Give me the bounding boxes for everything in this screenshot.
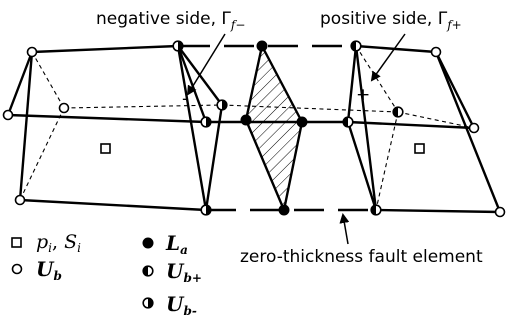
svg-text:Ub-: Ub- bbox=[166, 292, 197, 318]
plus-sign: + bbox=[356, 85, 370, 105]
half-nodes-negative bbox=[172, 40, 228, 216]
positive-side-label: positive side, Γf+ bbox=[320, 9, 462, 32]
half-node-left bbox=[216, 99, 228, 111]
square-marker-right bbox=[414, 143, 425, 154]
open-node bbox=[2, 109, 14, 121]
svg-text:Ub+: Ub+ bbox=[166, 259, 202, 285]
positive-side-arrow bbox=[370, 33, 406, 82]
filled-node bbox=[278, 204, 290, 216]
open-circle-icon bbox=[11, 263, 23, 275]
svg-text:positive side, Γf+: positive side, Γf+ bbox=[320, 9, 462, 32]
half-node-right bbox=[342, 116, 354, 128]
half-node-right bbox=[392, 106, 404, 118]
legend-item-open-circle: Ub bbox=[11, 257, 62, 283]
half-node-left bbox=[200, 204, 212, 216]
left-element bbox=[6, 44, 224, 212]
svg-text:Ub: Ub bbox=[36, 257, 62, 283]
open-node bbox=[494, 206, 506, 218]
half-node-left bbox=[172, 40, 184, 52]
half-nodes-positive bbox=[342, 40, 404, 216]
svg-text:La: La bbox=[165, 231, 188, 257]
filled-node bbox=[296, 116, 308, 128]
minus-sign: - bbox=[182, 89, 188, 109]
filled-node bbox=[256, 40, 268, 52]
legend-item-filled-circle: La bbox=[142, 231, 188, 257]
legend: pi, Si Ub La Ub+ Ub- bbox=[11, 231, 202, 318]
square-marker-left bbox=[100, 143, 111, 154]
half-filled-circle-right-icon bbox=[142, 265, 154, 277]
filled-nodes bbox=[240, 40, 308, 216]
open-node bbox=[26, 46, 38, 58]
open-node bbox=[58, 102, 70, 114]
half-node-right bbox=[350, 40, 362, 52]
half-node-left bbox=[200, 116, 212, 128]
negative-side-arrow bbox=[186, 33, 226, 96]
svg-text:pi, Si: pi, Si bbox=[36, 231, 81, 255]
negative-side-label: negative side, Γf− bbox=[96, 9, 245, 32]
open-node bbox=[14, 194, 26, 206]
fault-element-arrow bbox=[339, 213, 350, 245]
fault-element-label: zero-thickness fault element bbox=[240, 247, 483, 267]
half-filled-circle-left-icon bbox=[142, 297, 154, 309]
open-node bbox=[430, 46, 442, 58]
filled-node bbox=[240, 114, 252, 126]
filled-circle-icon bbox=[142, 237, 154, 249]
legend-item-square: pi, Si bbox=[11, 231, 81, 255]
open-square-icon bbox=[11, 237, 22, 248]
half-node-right bbox=[370, 204, 382, 216]
legend-item-half-right: Ub+ bbox=[142, 259, 202, 285]
svg-text:negative side, Γf−: negative side, Γf− bbox=[96, 9, 245, 32]
legend-item-half-left: Ub- bbox=[142, 292, 197, 318]
open-node bbox=[468, 122, 480, 134]
fault-element bbox=[180, 44, 399, 212]
